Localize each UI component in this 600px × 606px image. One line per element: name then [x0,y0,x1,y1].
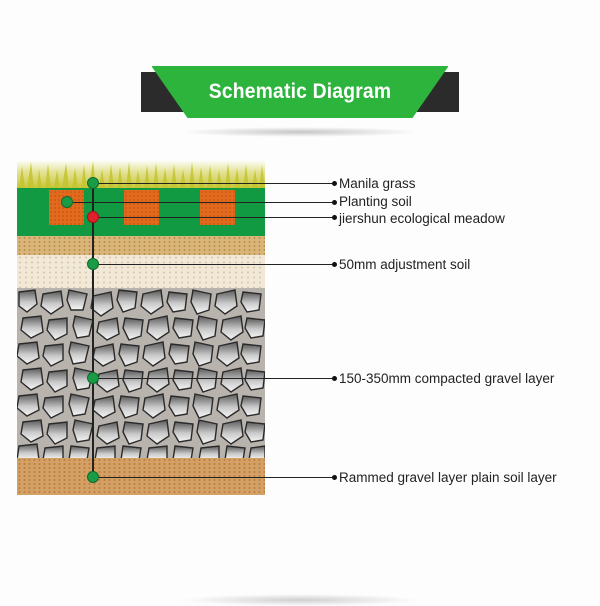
endpoint-dot-icon [332,200,337,205]
node-green-icon [87,258,99,270]
leader-line [93,217,335,219]
leader-vertical-line [92,183,94,479]
title-banner: Schematic Diagram [0,0,600,150]
bottom-shadow [180,594,420,606]
leader-line [93,378,335,380]
node-green-icon [87,372,99,384]
banner-shadow [180,127,420,137]
sand-layer [17,236,265,255]
leader-line [93,477,335,479]
rammed-soil-layer [17,458,265,495]
label-adjustment-soil: 50mm adjustment soil [339,257,471,272]
label-ecological-meadow: jiershun ecological meadow [339,211,505,226]
leader-line [67,202,335,204]
node-green-icon [87,177,99,189]
node-red-icon [87,211,99,223]
page-title: Schematic Diagram [208,80,392,103]
planting-soil-block [124,190,159,225]
label-rammed-soil: Rammed gravel layer plain soil layer [339,470,557,485]
leader-line [93,264,335,266]
adjustment-soil-layer [17,255,265,288]
soil-cross-section [17,160,265,495]
planting-soil-block [200,190,235,225]
endpoint-dot-icon [332,215,337,220]
label-compacted-gravel: 150-350mm compacted gravel layer [339,371,555,386]
compacted-gravel-layer [17,288,265,461]
node-green-icon [87,471,99,483]
ecological-meadow-layer [17,188,265,236]
endpoint-dot-icon [332,376,337,381]
node-green-icon [61,196,73,208]
label-manila-grass: Manila grass [339,176,416,191]
banner-band [152,66,448,118]
leader-line [93,183,335,185]
endpoint-dot-icon [332,181,337,186]
endpoint-dot-icon [332,475,337,480]
endpoint-dot-icon [332,262,337,267]
label-planting-soil: Planting soil [339,194,412,209]
gravel-stones-icon [17,289,265,461]
